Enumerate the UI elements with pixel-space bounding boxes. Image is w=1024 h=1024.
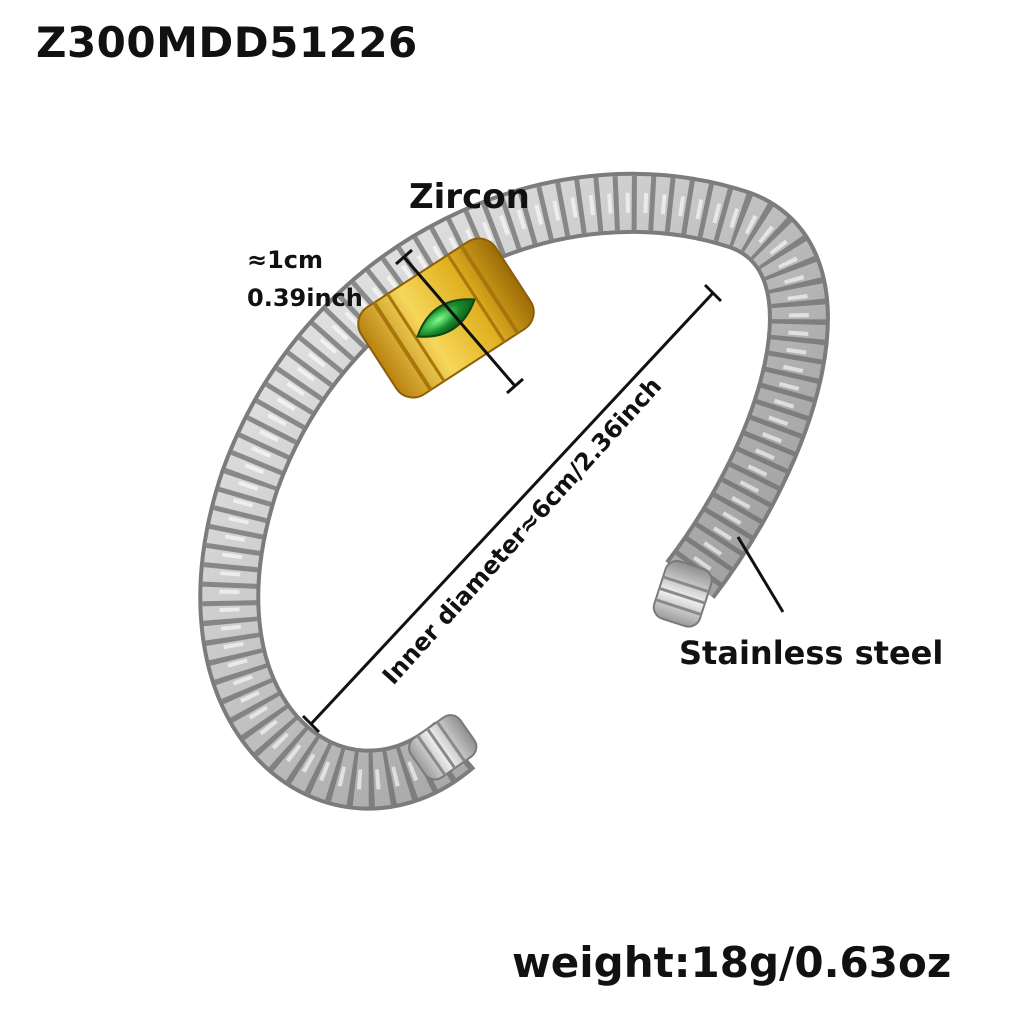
product-code: Z300MDD51226	[36, 18, 418, 67]
cable-band	[198, 171, 830, 811]
zircon-gem	[416, 298, 476, 338]
weight-label: weight:18g/0.63oz	[512, 938, 952, 987]
gold-bead	[357, 237, 535, 399]
diameter-bracket	[301, 283, 723, 734]
gem-size-bracket	[395, 248, 524, 395]
end-cap-left	[408, 714, 478, 781]
end-cap-right	[652, 559, 713, 628]
gem-material-label: Zircon	[409, 177, 530, 217]
band-leader-line	[736, 536, 785, 613]
gem-size-cm-label: ≈1cm	[247, 246, 324, 274]
band-material-label: Stainless steel	[679, 634, 944, 672]
gem-size-inch-label: 0.39inch	[247, 284, 363, 312]
